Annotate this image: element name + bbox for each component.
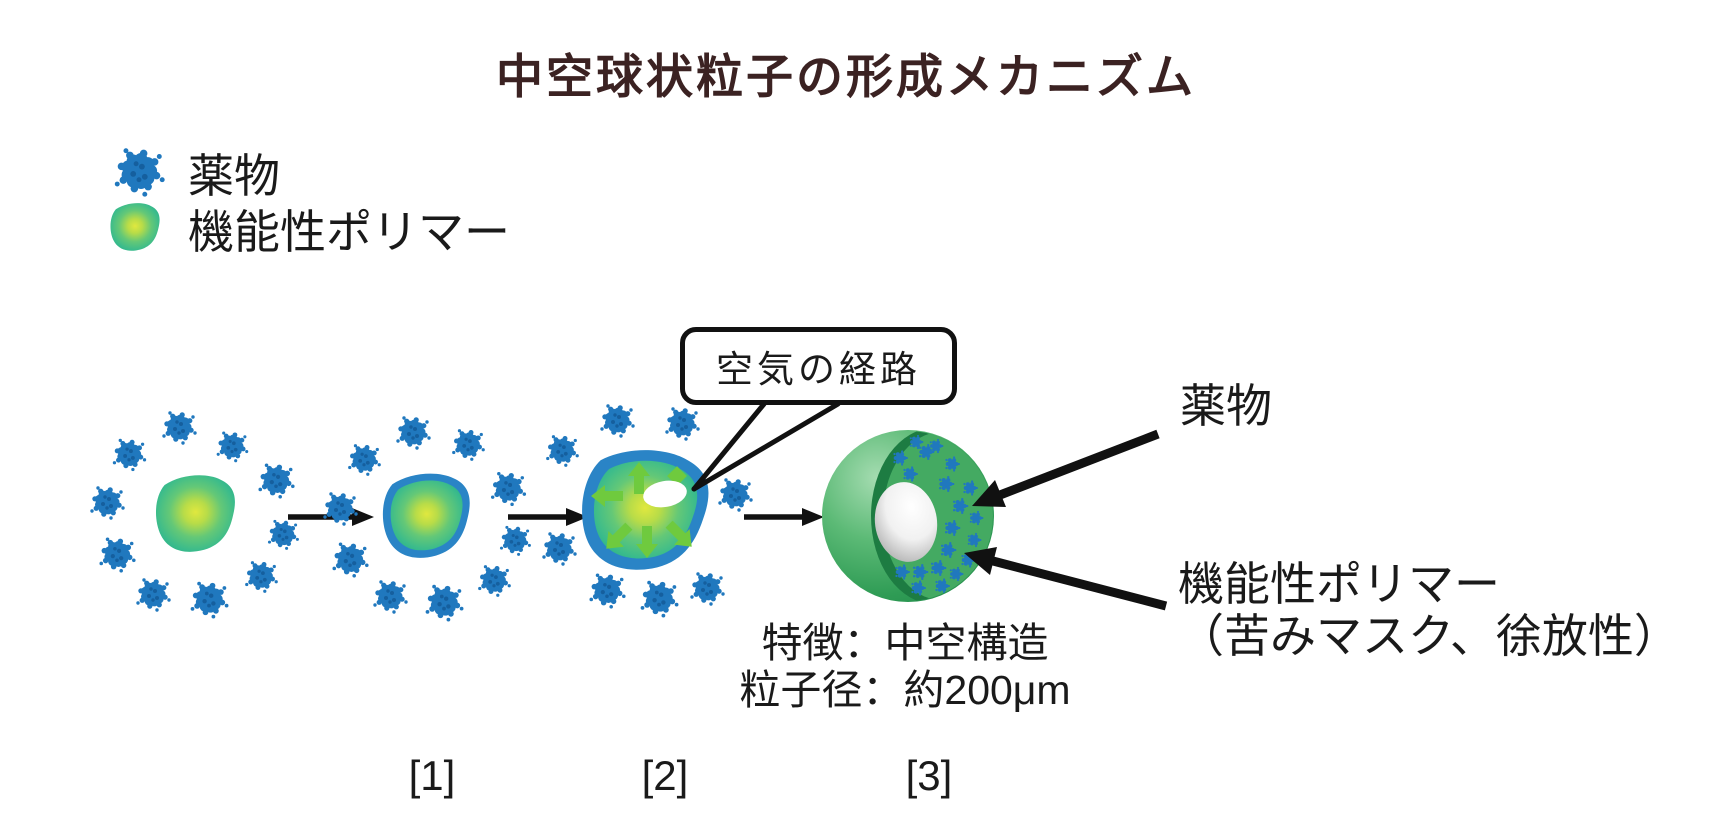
feature-size: 粒子径：約200μm bbox=[739, 667, 1071, 713]
feature-structure: 特徴：中空構造 bbox=[761, 620, 1049, 666]
stage-0-mixture bbox=[90, 411, 299, 619]
legend-label-drug: 薬物 bbox=[188, 150, 280, 202]
air-path-hole bbox=[643, 480, 687, 508]
polymer-annotation-arrow bbox=[964, 547, 1168, 611]
drug-annotation-arrow bbox=[972, 429, 1160, 507]
stage-label-2: [2] bbox=[641, 752, 689, 799]
annotation-polymer-line1: 機能性ポリマー bbox=[1178, 558, 1500, 610]
page-title: 中空球状粒子の形成メカニズム bbox=[496, 50, 1196, 103]
air-path-callout: 空気の経路 bbox=[680, 327, 957, 405]
result-features: 特徴：中空構造 粒子径：約200μm bbox=[605, 620, 1205, 714]
stage-label-3: [3] bbox=[905, 752, 953, 799]
hollow-core bbox=[874, 482, 938, 562]
drug-particle-icon bbox=[114, 148, 165, 197]
process-arrow-2 bbox=[508, 508, 588, 526]
annotation-polymer-line2: （苦みマスク、徐放性） bbox=[1178, 610, 1680, 662]
stage-label-1: [1] bbox=[408, 752, 456, 799]
annotation-drug: 薬物 bbox=[1180, 380, 1272, 432]
polymer-blob bbox=[155, 475, 235, 552]
stage-2-expanding-particle bbox=[542, 404, 753, 618]
process-arrow-3 bbox=[744, 508, 824, 526]
air-path-callout-label: 空気の経路 bbox=[716, 349, 921, 390]
legend-label-polymer: 機能性ポリマー bbox=[188, 206, 510, 258]
callout-pointer-lines bbox=[691, 401, 841, 492]
polymer-blob-icon bbox=[110, 203, 160, 251]
annotation-polymer: 機能性ポリマー （苦みマスク、徐放性） bbox=[1178, 558, 1680, 662]
hollow-sphere-particle bbox=[822, 430, 994, 602]
